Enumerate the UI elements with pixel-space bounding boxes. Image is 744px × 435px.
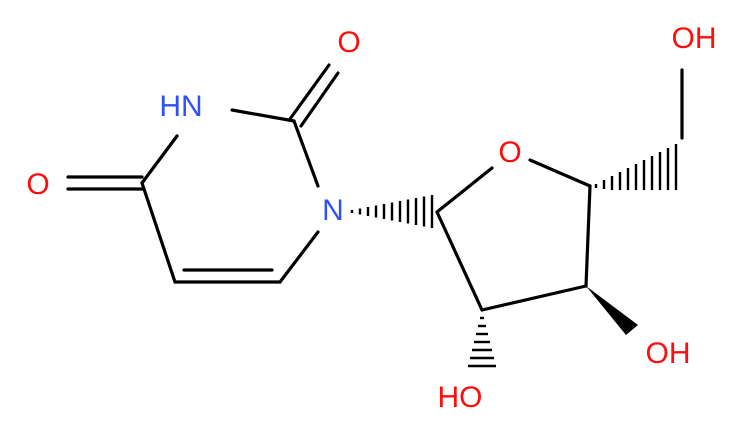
bond-c6-n1 bbox=[278, 230, 320, 284]
bond-c1-o4 bbox=[435, 166, 494, 214]
bond-n1-c2 bbox=[292, 119, 320, 188]
hashed-wedge-n1-c1 bbox=[350, 195, 434, 228]
label-oh-3: OH bbox=[646, 337, 691, 370]
bond-c2-c1 bbox=[435, 210, 484, 312]
label-ho-2: HO bbox=[438, 381, 483, 414]
bond-c4-c3 bbox=[584, 184, 592, 288]
bond-o4-c4 bbox=[528, 158, 592, 188]
bond-c3-c2 bbox=[480, 284, 588, 312]
solid-wedge-c3-oh bbox=[586, 286, 638, 335]
label-oh-ch2: OH bbox=[672, 22, 717, 55]
bond-c4-c5 bbox=[140, 181, 177, 284]
bond-c2-n3 bbox=[230, 108, 296, 123]
pyrimidine-ring bbox=[66, 63, 340, 284]
label-o-top: O bbox=[337, 26, 360, 59]
hashed-wedge-c4-c5 bbox=[594, 144, 678, 190]
bond-c2-o-a bbox=[288, 63, 331, 121]
hashed-wedge-c2-oh bbox=[468, 316, 496, 368]
label-hn: HN bbox=[159, 90, 202, 123]
label-o-left: O bbox=[26, 168, 49, 201]
label-ring-o: O bbox=[498, 136, 521, 169]
bond-c2-o-b bbox=[299, 71, 340, 128]
ribose-ring bbox=[435, 158, 592, 312]
label-n1: N bbox=[322, 194, 344, 227]
bond-n3-c4 bbox=[140, 134, 179, 185]
